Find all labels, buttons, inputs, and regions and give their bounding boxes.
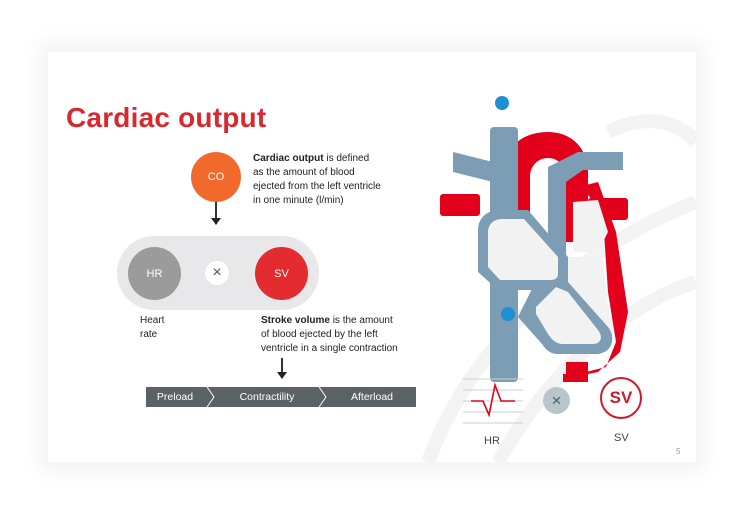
sv-description-line: ventricle in a single contraction <box>261 343 398 354</box>
page-number: 5 <box>676 447 681 456</box>
sv-circle-icon: SV <box>600 377 642 419</box>
co-circle: CO <box>191 152 241 202</box>
slide: Cardiac output CO Cardiac output is defi… <box>48 52 696 462</box>
determinant-afterload: Afterload <box>350 391 394 403</box>
determinant-contractility: Contractility <box>239 391 295 403</box>
sv-icon-text: SV <box>609 388 633 407</box>
co-description-line: in one minute (l/min) <box>253 195 344 206</box>
valve-dot-top <box>495 96 509 110</box>
co-description-line: as the amount of blood <box>253 167 355 178</box>
sv-icon-caption: SV <box>614 432 629 444</box>
sv-description-line: is the amount <box>332 315 393 326</box>
sv-description-line: of blood ejected by the left <box>261 329 378 340</box>
co-arrow-line <box>215 202 217 219</box>
sv-description: Stroke volume is the amount of blood eje… <box>261 314 441 356</box>
co-label: CO <box>207 171 225 183</box>
multiply-icon: × <box>205 261 229 285</box>
heart-diagram-icon <box>440 96 628 382</box>
co-arrow-head-icon <box>211 218 221 225</box>
co-description: Cardiac output is defined as the amount … <box>253 152 433 208</box>
co-description-line: is defined <box>326 153 370 164</box>
sv-description-bold: Stroke volume <box>261 315 330 326</box>
sv-arrow-head-icon <box>277 372 287 379</box>
co-description-line: ejected from the left ventricle <box>253 181 381 192</box>
chevron-separator-icon <box>318 387 327 407</box>
chevron-separator-icon <box>206 387 215 407</box>
sv-circle: SV <box>255 247 308 300</box>
hr-label: HR <box>146 267 163 280</box>
multiply-symbol: × <box>551 390 562 410</box>
hr-caption-line: Heart <box>140 315 165 326</box>
hr-circle: HR <box>128 247 181 300</box>
ecg-waveform-icon <box>463 378 523 424</box>
hr-caption-line: rate <box>140 329 158 340</box>
multiply-icon: × <box>543 387 570 414</box>
determinant-preload: Preload <box>156 391 194 403</box>
slide-title: Cardiac output <box>66 102 267 133</box>
hr-caption: Heart rate <box>140 314 164 342</box>
determinants-bar: Preload Contractility Afterload <box>146 387 416 407</box>
valve-dot-bottom <box>501 307 515 321</box>
sv-label: SV <box>274 267 289 280</box>
sv-arrow-line <box>281 358 283 373</box>
hr-icon-caption: HR <box>484 435 500 447</box>
co-description-bold: Cardiac output <box>253 153 324 164</box>
